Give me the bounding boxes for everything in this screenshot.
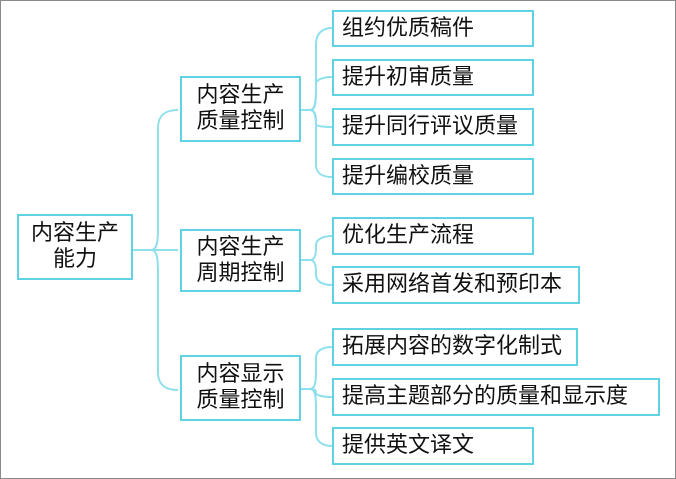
leaf-label: 提升同行评议质量: [342, 114, 519, 139]
branch-node-display-control: 内容显示 质量控制: [180, 355, 301, 421]
leaf-label: 提升编校质量: [342, 163, 475, 189]
leaf-node: 提升编校质量: [332, 158, 534, 195]
branch-label-line2: 周期控制: [196, 260, 285, 286]
root-label-line2: 能力: [52, 247, 97, 272]
leaf-node: 优化生产流程: [332, 217, 534, 255]
leaf-node: 提高主题部分的质量和显示度: [332, 378, 660, 416]
branch-label-line1: 内容生产: [196, 83, 285, 108]
root-label-line1: 内容生产: [30, 221, 119, 246]
leaf-node: 提升初审质量: [332, 59, 534, 96]
leaf-label: 组约优质稿件: [342, 15, 475, 41]
leaf-node: 采用网络首发和预印本: [332, 266, 580, 304]
leaf-node: 提供英文译文: [332, 427, 534, 465]
branch-label-line2: 质量控制: [196, 109, 285, 134]
leaf-label: 拓展内容的数字化制式: [342, 334, 563, 359]
leaf-node: 拓展内容的数字化制式: [332, 328, 578, 366]
branch-node-quality-control: 内容生产 质量控制: [180, 76, 301, 142]
root-node: 内容生产 能力: [17, 214, 133, 280]
branch-label-line1: 内容生产: [196, 234, 285, 260]
leaf-node: 提升同行评议质量: [332, 108, 534, 146]
leaf-node: 组约优质稿件: [332, 10, 534, 47]
leaf-label: 提高主题部分的质量和显示度: [342, 384, 629, 409]
branch-label-line1: 内容显示: [196, 362, 285, 387]
leaf-label: 提升初审质量: [342, 64, 475, 90]
leaf-label: 采用网络首发和预印本: [342, 272, 563, 297]
branch-node-cycle-control: 内容生产 周期控制: [180, 229, 301, 292]
leaf-label: 提供英文译文: [342, 433, 475, 458]
leaf-label: 优化生产流程: [342, 223, 475, 248]
branch-label-line2: 质量控制: [196, 388, 285, 413]
